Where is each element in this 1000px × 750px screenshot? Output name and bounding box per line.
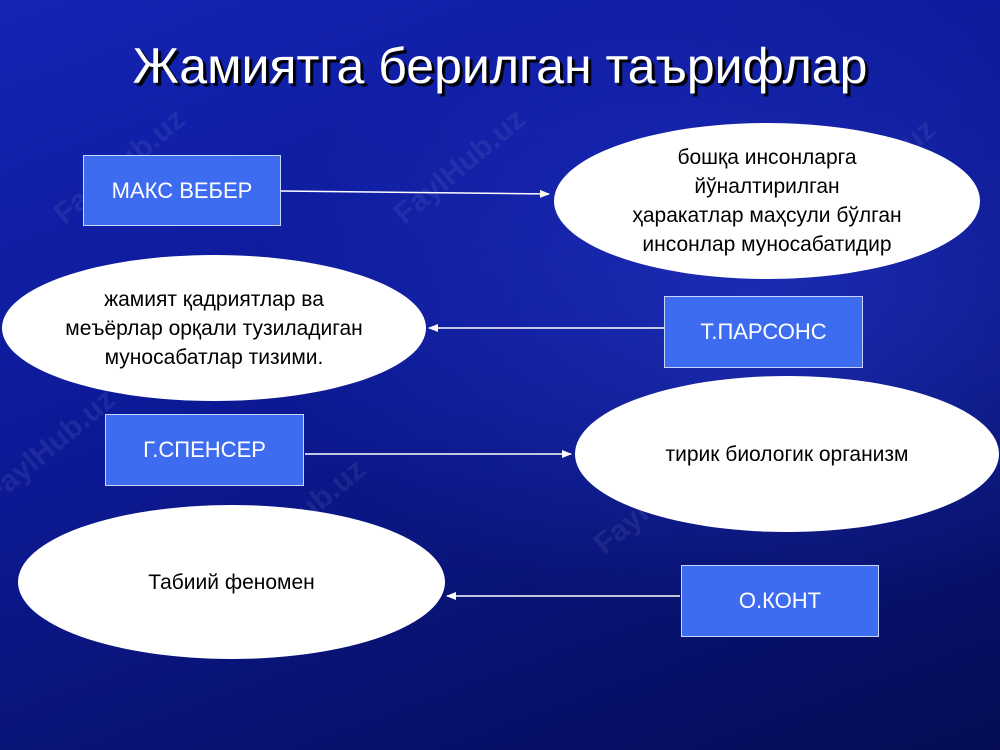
- definition-text: Табиий феномен: [148, 570, 315, 594]
- slide-title: Жамиятга берилган таърифлар: [132, 38, 868, 94]
- author-label: О.КОНТ: [738, 588, 822, 613]
- author-box-comte: О.КОНТ: [681, 565, 879, 637]
- definition-bubble-comte: Табиий феномен: [18, 505, 445, 659]
- arrow-weber: [280, 189, 550, 198]
- author-box-spencer: Г.СПЕНСЕР: [105, 414, 304, 486]
- definition-text: тирик биологик организм: [665, 442, 909, 466]
- definition-text: жамият қадриятлар ва меъёрлар орқали туз…: [65, 287, 363, 369]
- definition-text: бошқа инсонларга йўналтирилган ҳаракатла…: [632, 146, 902, 256]
- author-label: Т.ПАРСОНС: [700, 319, 827, 344]
- definition-bubble-spencer: тирик биологик организм: [575, 376, 999, 532]
- definition-bubble-parsons: жамият қадриятлар ва меъёрлар орқали туз…: [2, 255, 426, 401]
- author-box-parsons: Т.ПАРСОНС: [664, 296, 863, 368]
- author-box-weber: МАКС ВЕБЕР: [83, 155, 281, 226]
- definition-bubble-weber: бошқа инсонларга йўналтирилган ҳаракатла…: [554, 123, 980, 279]
- author-label: МАКС ВЕБЕР: [111, 177, 253, 203]
- author-label: Г.СПЕНСЕР: [143, 437, 266, 462]
